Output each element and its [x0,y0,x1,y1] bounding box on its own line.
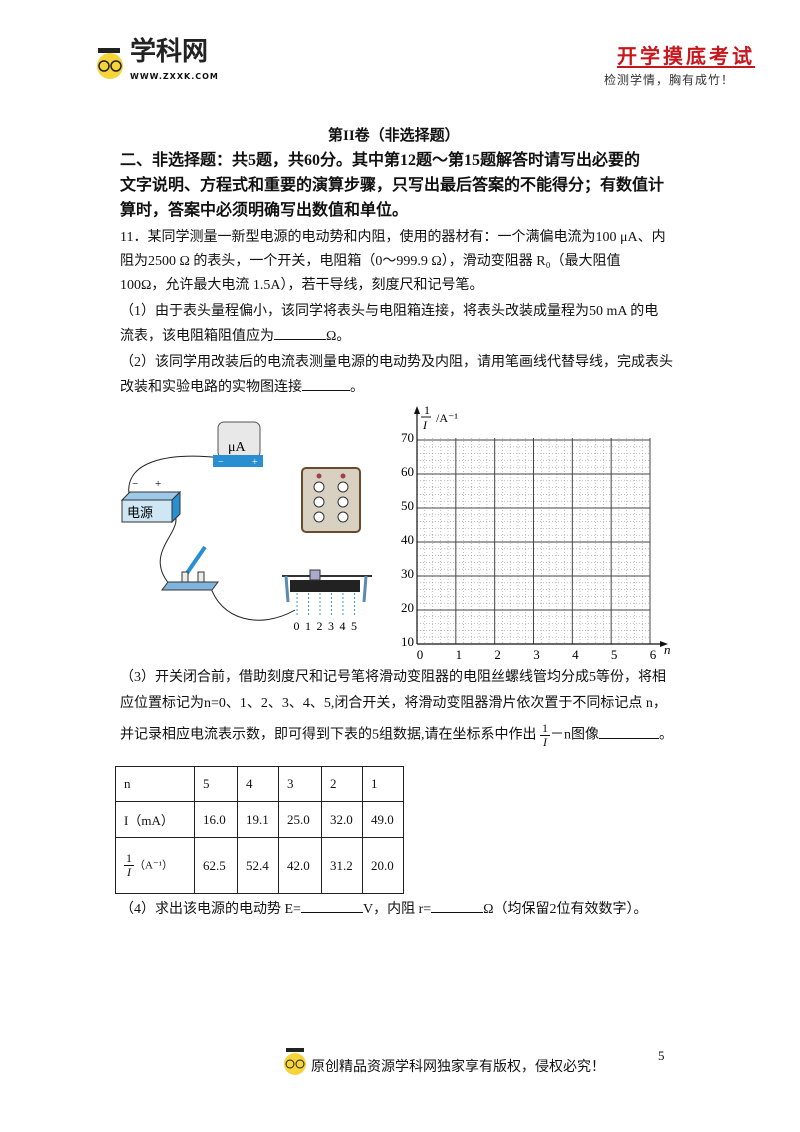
instruction-line: 二、非选择题：共5题，共60分。其中第12题～第15题解答时请写出必要的 [120,152,641,169]
part2-line2: 改装和实验电路的实物图连接。 [120,378,364,395]
y-tick-label: 50 [401,498,414,513]
instruction-line: 算时，答案中必须明确写出数值和单位。 [120,202,409,219]
rheostat-mark-label: 4 [340,619,346,633]
svg-text:+: + [252,457,258,468]
x-tick-label: 0 [417,647,424,662]
y-tick-label: 40 [401,532,414,547]
microammeter: μA − + [213,421,263,468]
answer-blank [431,900,484,913]
y-tick-label: 70 [401,430,414,445]
answer-blank [599,726,659,739]
svg-text:电源: 电源 [127,505,153,520]
y-tick-label: 20 [401,600,414,615]
x-tick-label: 2 [494,647,501,662]
x-tick-label: 6 [650,647,657,662]
page-number: 5 [658,1048,665,1063]
part2: （2）该同学用改装后的电流表测量电源的电动势及内阻，请用笔画线代替导线，完成表头 [120,355,673,370]
resistance-box [301,467,361,533]
part1: （1）由于表头量程偏小，该同学将表头与电阻箱连接，将表头改装成量程为50 mA … [120,304,659,319]
y-axis-label-num: 1 [424,403,430,417]
table-row: n 5 4 3 2 1 [115,766,404,802]
question-stem: 阻为2500 Ω 的表头，一个开关，电阻箱（0～999.9 Ω），滑动变阻器 R… [120,254,621,269]
rheostat-mark-label: 5 [351,619,357,633]
question-stem: 100Ω，允许最大电流 1.5A），若干导线，刻度尺和记号笔。 [120,278,484,293]
sliding-rheostat [282,569,372,603]
copyright-notice: 原创精品资源学科网独家享有版权，侵权必究！ [311,1060,605,1075]
question-stem: 11．某同学测量一新型电源的电动势和内阻，使用的器材有：一个满偏电流为100 μ… [120,230,666,245]
circuit-diagram: μA − + 电源 − + [120,421,372,633]
x-tick-label: 3 [533,647,540,662]
section-title: 第II卷（非选择题） [328,128,460,144]
y-axis-label-den: I [422,418,428,432]
wire [128,455,223,501]
answer-blank [300,900,363,913]
rheostat-mark-label: 0 [294,619,300,633]
slogan: 检测学情，胸有成竹！ [604,73,735,87]
grid-chart: 0 1 2 3 4 5 6 10 20 30 40 50 60 70 1 I /A⁻¹ n [401,403,671,662]
source-minus-label: − [132,478,138,490]
svg-text:μA: μA [228,440,247,455]
y-axis-unit: /A⁻¹ [436,411,458,425]
data-table: n 5 4 3 2 1 I（mA） 16.0 19.1 25.0 32.0 49… [115,766,404,894]
x-axis-label: n [664,642,671,657]
y-tick-label: 30 [401,566,414,581]
table-row: I（mA） 16.0 19.1 25.0 32.0 49.0 [115,801,404,838]
source-plus-label: + [155,478,161,490]
y-tick-label: 10 [401,634,414,649]
svg-text:−: − [218,457,224,468]
mascot-icon [284,1048,306,1075]
y-tick-label: 60 [401,464,414,479]
part3: 应位置标记为n=0、1、2、3、4、5,闭合开关，将滑动变阻器滑片依次置于不同标… [120,696,667,711]
exam-title: 开学摸底考试 [617,44,755,68]
x-tick-label: 5 [611,647,618,662]
rheostat-mark-label: 3 [328,619,334,633]
part4: （4）求出该电源的电动势 E=V，内阻 r=Ω（均保留2位有效数字）。 [120,900,648,917]
power-source: 电源 − + [120,478,182,524]
mascot-icon [97,48,123,79]
switch [161,545,219,591]
x-tick-label: 4 [572,647,579,662]
y-axis-arrow [414,406,420,414]
x-tick-label: 1 [456,647,463,662]
answer-blank [274,327,326,340]
x-axis-arrow [660,641,668,647]
rheostat-mark-label: 2 [317,619,323,633]
instruction-line: 文字说明、方程式和重要的演算步骤，只写出最后答案的不能得分；有数值计 [120,177,665,194]
wire [209,584,296,621]
title-underline [617,66,755,68]
answer-blank [302,378,350,391]
part3: （3）开关闭合前，借助刻度尺和记号笔将滑动变阻器的电阻丝螺线管均分成5等份，将相 [120,670,666,685]
rheostat-mark-label: 1 [305,619,311,633]
